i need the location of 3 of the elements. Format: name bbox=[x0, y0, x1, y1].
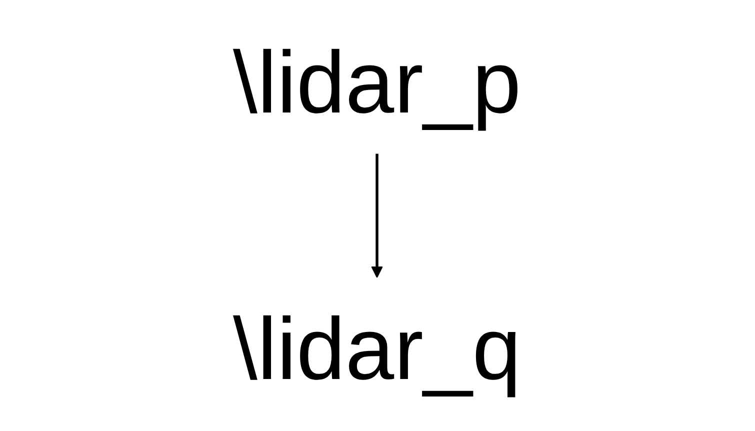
arrow bbox=[371, 154, 384, 278]
node-text: \lidar_p bbox=[233, 32, 522, 132]
node-text: \lidar_q bbox=[233, 299, 522, 398]
